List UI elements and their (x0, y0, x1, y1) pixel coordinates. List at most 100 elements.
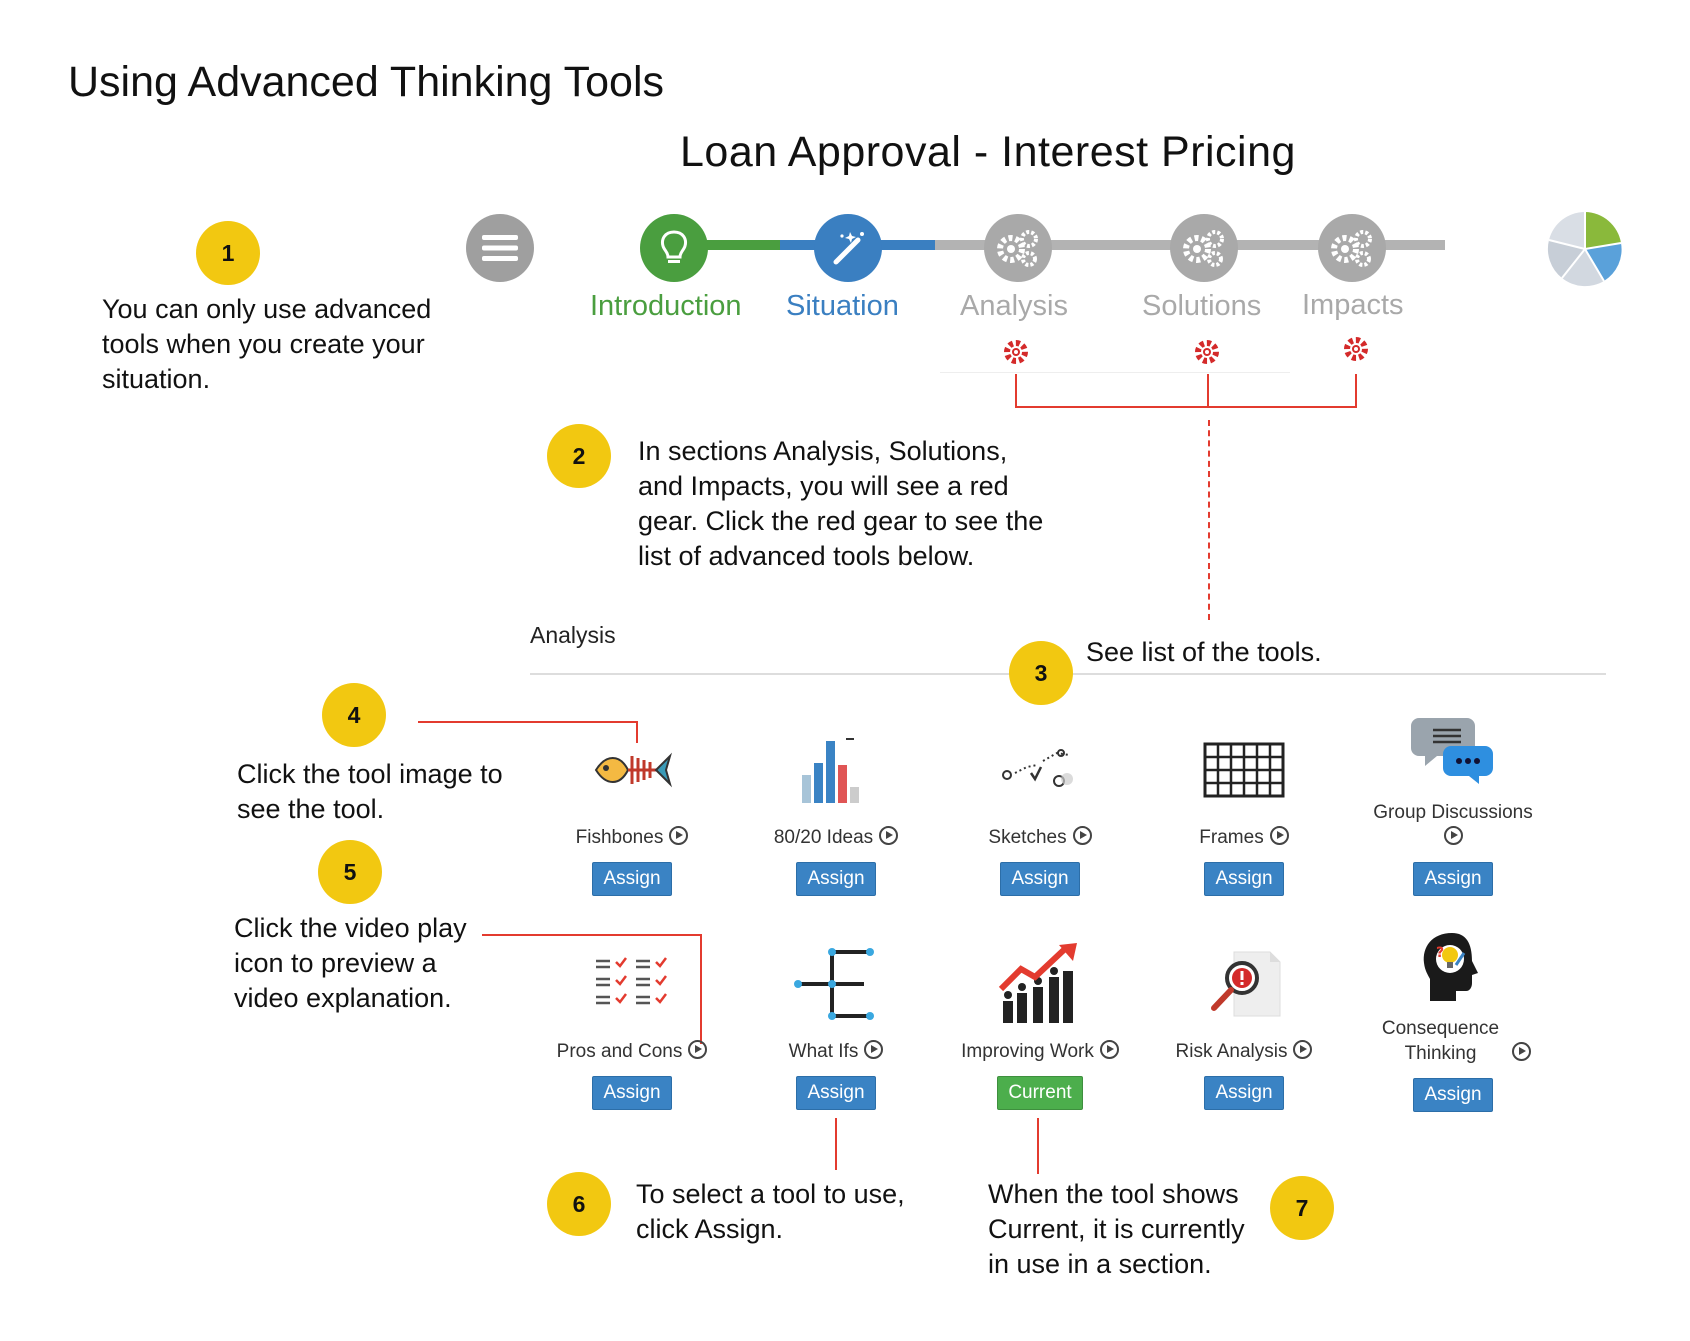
tool-image[interactable] (741, 929, 931, 1039)
tool-image[interactable] (537, 715, 727, 825)
annotation-line (1015, 406, 1357, 408)
callout-badge-7: 7 (1270, 1176, 1334, 1240)
tool-image[interactable]: ? (1353, 918, 1553, 1016)
callout-badge-2: 2 (547, 424, 611, 488)
tool-label: Risk Analysis (1175, 1041, 1288, 1062)
tool-label: Pros and Cons (556, 1041, 683, 1062)
tool-image[interactable] (537, 929, 727, 1039)
tool-image[interactable] (741, 715, 931, 825)
current-button[interactable]: Current (997, 1076, 1083, 1110)
progress-line-intro (700, 240, 780, 250)
annotation-line (1015, 374, 1017, 408)
callout-badge-1: 1 (196, 221, 260, 285)
tool-label: Group Discussions (1373, 802, 1533, 823)
assign-button[interactable]: Assign (592, 1076, 672, 1110)
tool-card: Improving Work Current (945, 929, 1135, 1110)
tool-card: Sketches Assign (945, 715, 1135, 896)
section-title: Analysis (530, 622, 616, 648)
callout-text-2: In sections Analysis, Solutions, and Imp… (638, 436, 1044, 571)
step-solutions[interactable] (1170, 214, 1238, 282)
tool-image[interactable] (945, 929, 1135, 1039)
tool-label: 80/20 Ideas (773, 827, 874, 848)
svg-text:?: ? (1436, 945, 1444, 961)
assign-button[interactable]: Assign (1413, 862, 1493, 896)
callout-text-7: When the tool shows Current, it is curre… (988, 1179, 1245, 1279)
tool-card: Pros and Cons Assign (537, 929, 727, 1110)
assign-button[interactable]: Assign (796, 862, 876, 896)
annotation-line (1037, 1118, 1039, 1174)
callout-text-6: To select a tool to use, click Assign. (636, 1179, 905, 1244)
tool-image[interactable] (1149, 715, 1339, 825)
tool-image[interactable] (1353, 698, 1553, 800)
callout-badge-6: 6 (547, 1172, 611, 1236)
step-label-introduction[interactable]: Introduction (590, 290, 742, 322)
risk-magnifier-icon (1211, 951, 1281, 1017)
tool-label: Fishbones (575, 827, 664, 848)
tool-card: What Ifs Assign (741, 929, 931, 1110)
tool-card: Frames Assign (1149, 715, 1339, 896)
gears-icon (997, 230, 1038, 267)
assign-button[interactable]: Assign (1413, 1078, 1493, 1112)
tool-image[interactable] (945, 715, 1135, 825)
chat-bubbles-icon (1411, 718, 1493, 784)
play-icon[interactable] (1072, 826, 1092, 845)
sketch-icon (1002, 749, 1073, 787)
callout-badge-3: 3 (1009, 641, 1073, 705)
step-label-solutions[interactable]: Solutions (1142, 290, 1262, 322)
step-label-situation[interactable]: Situation (786, 290, 899, 322)
tool-image[interactable] (1149, 929, 1339, 1039)
progress-pie-icon[interactable] (1546, 210, 1624, 288)
play-icon[interactable] (879, 826, 899, 845)
callout-text-3: See list of the tools. (1086, 637, 1322, 667)
tool-label: Consequence Thinking (1381, 1018, 1500, 1064)
play-icon[interactable] (1443, 826, 1463, 845)
step-situation[interactable] (814, 214, 882, 282)
play-icon[interactable] (864, 1040, 884, 1059)
play-icon[interactable] (688, 1040, 708, 1059)
assign-button[interactable]: Assign (592, 862, 672, 896)
divider (940, 372, 1290, 373)
annotation-line (1355, 374, 1357, 408)
callout-text-5: Click the video play icon to preview a v… (234, 913, 467, 1013)
annotation-line (418, 721, 638, 723)
assign-button[interactable]: Assign (1204, 1076, 1284, 1110)
assign-button[interactable]: Assign (1204, 862, 1284, 896)
play-icon[interactable] (1269, 826, 1289, 845)
assign-button[interactable]: Assign (1000, 862, 1080, 896)
checklist-icon (596, 957, 667, 1005)
annotation-line (482, 934, 702, 936)
tool-card: ? Consequence Thinking Assign (1353, 918, 1553, 1112)
annotation-line (835, 1118, 837, 1170)
head-idea-icon: ? (1423, 933, 1478, 1001)
assign-button[interactable]: Assign (796, 1076, 876, 1110)
tool-label: What Ifs (788, 1041, 859, 1062)
gears-icon (1183, 230, 1224, 267)
annotation-line (700, 934, 702, 1044)
red-gear-impacts-icon[interactable] (1343, 336, 1369, 362)
red-gear-analysis-icon[interactable] (1003, 339, 1029, 365)
play-icon[interactable] (1511, 1042, 1531, 1061)
play-icon[interactable] (1293, 1040, 1313, 1059)
red-gear-solutions-icon[interactable] (1194, 339, 1220, 365)
menu-button[interactable] (466, 214, 534, 282)
callout-text-1: You can only use advanced tools when you… (102, 294, 432, 394)
bar-chart-icon (802, 738, 859, 803)
annotation-line (636, 721, 638, 743)
annotation-dashed-line (1208, 420, 1210, 620)
play-icon[interactable] (669, 826, 689, 845)
play-icon[interactable] (1099, 1040, 1119, 1059)
branch-icon (794, 948, 874, 1020)
scenario-title: Loan Approval - Interest Pricing (680, 128, 1296, 176)
grid-icon (1203, 742, 1285, 798)
step-analysis[interactable] (984, 214, 1052, 282)
callout-badge-4: 4 (322, 683, 386, 747)
annotation-line (1207, 374, 1209, 408)
step-label-impacts[interactable]: Impacts (1302, 289, 1404, 321)
fishbone-icon (594, 752, 672, 788)
lightbulb-icon (661, 230, 687, 263)
tool-card: Fishbones Assign (537, 715, 727, 896)
step-label-analysis[interactable]: Analysis (960, 290, 1068, 322)
step-introduction[interactable] (640, 214, 708, 282)
callout-text-4: Click the tool image to see the tool. (237, 759, 503, 824)
step-impacts[interactable] (1318, 214, 1386, 282)
